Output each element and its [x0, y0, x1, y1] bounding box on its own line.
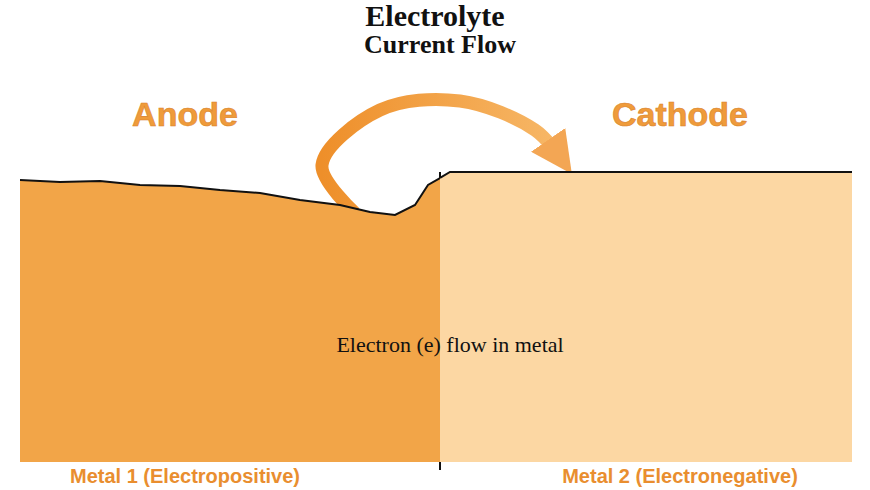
metal-surface — [20, 178, 440, 215]
metal-surface — [440, 172, 852, 178]
metal-shape — [20, 95, 440, 490]
metal-label: Metal 2 (Electronegative) — [562, 465, 798, 488]
title: Electrolyte — [0, 0, 870, 32]
electrode-label: Anode — [132, 95, 238, 134]
metal-label: Metal 1 (Electropositive) — [70, 465, 300, 488]
metal-shape — [440, 95, 852, 490]
metal-block: CathodeMetal 2 (Electronegative) — [440, 95, 852, 490]
metal-block: AnodeMetal 1 (Electropositive) — [20, 95, 440, 490]
flow-label: Current Flow — [364, 30, 516, 60]
note-label: Electron (e) flow in metal — [336, 332, 563, 358]
metal-fill — [440, 172, 852, 462]
metal-fill — [20, 178, 440, 462]
electrode-label: Cathode — [612, 95, 748, 134]
